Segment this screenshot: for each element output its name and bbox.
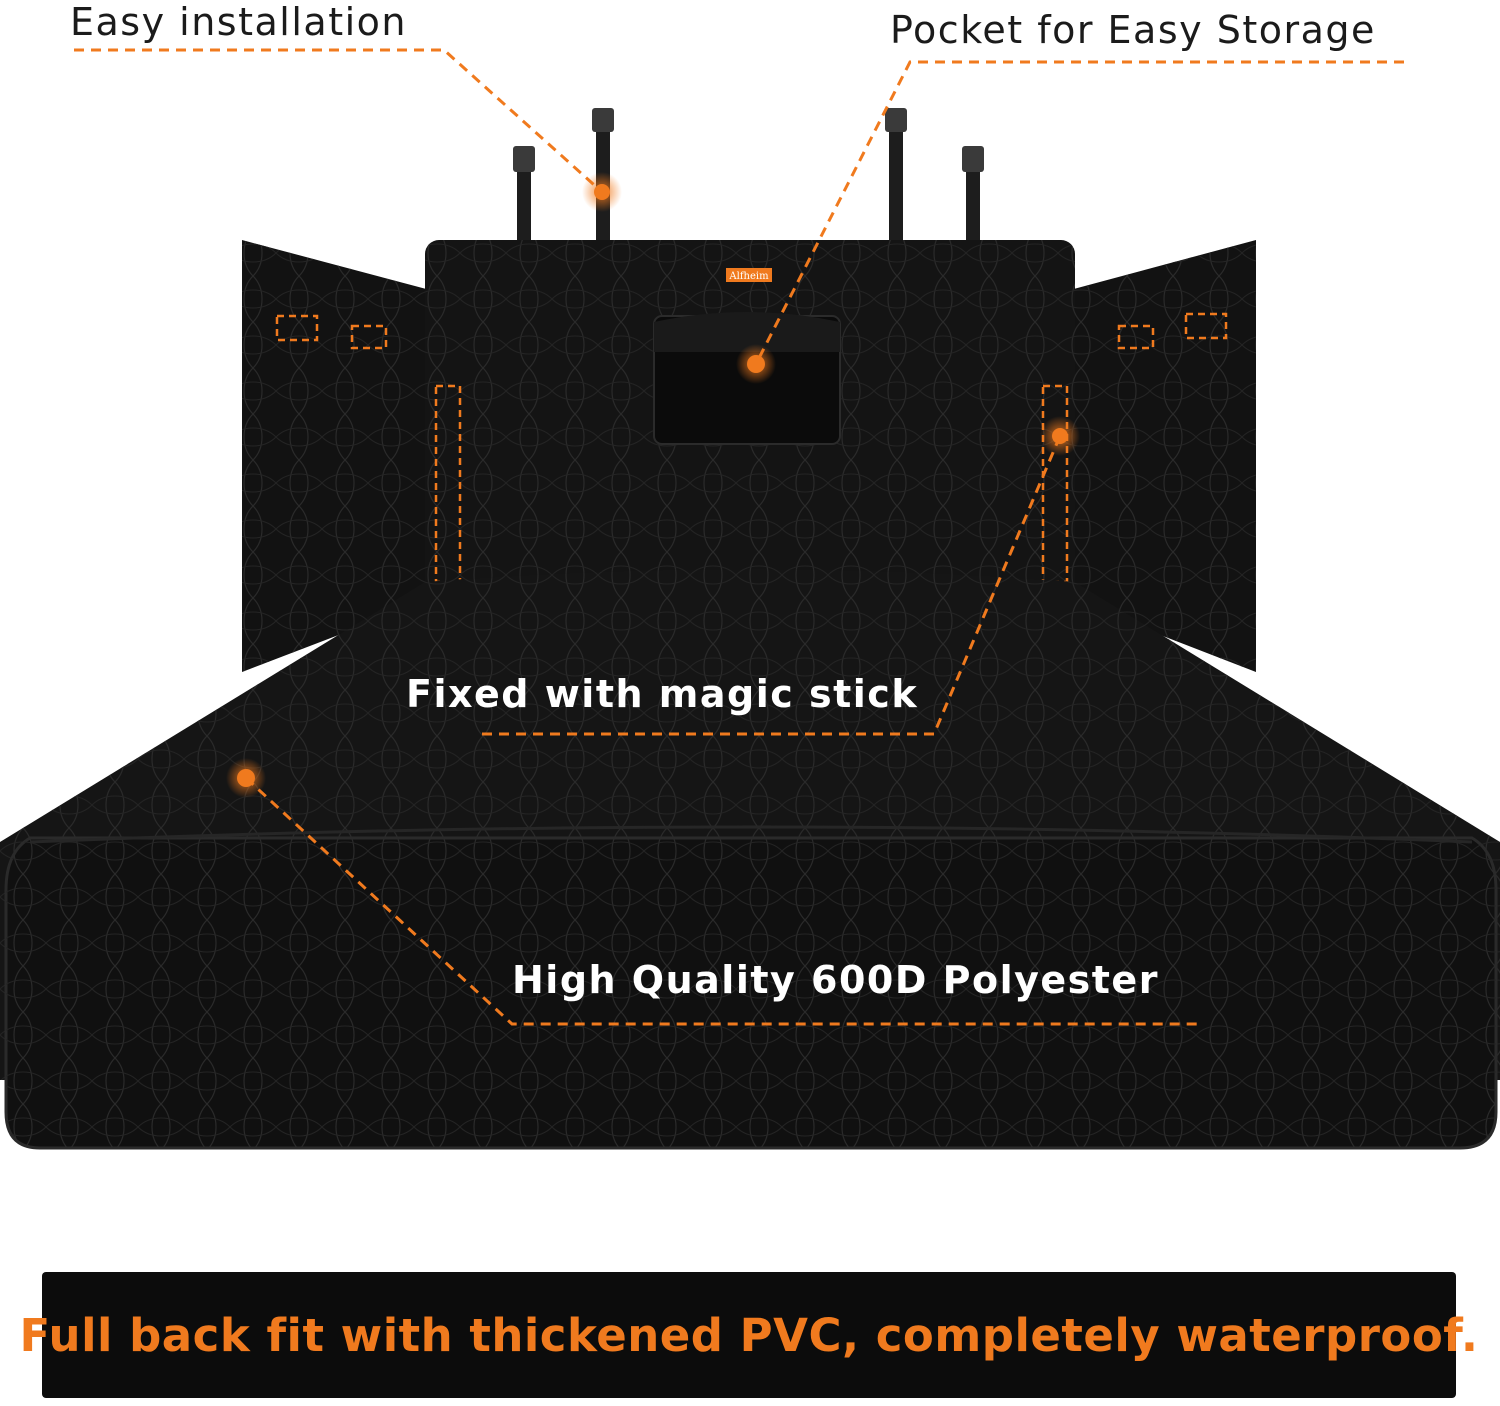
brand-tag-text: Alfheim <box>728 271 769 282</box>
waterproof-banner: Full back fit with thickened PVC, comple… <box>20 1272 1478 1398</box>
strap-right-inner <box>885 108 907 268</box>
banner-text: Full back fit with thickened PVC, comple… <box>19 1308 1479 1362</box>
callout-pocket-storage: Pocket for Easy Storage <box>890 8 1376 52</box>
callout-magic-stick: Fixed with magic stick <box>406 672 919 716</box>
callout-dots <box>226 172 1080 798</box>
brand-tag <box>726 268 772 282</box>
callout-polyester: High Quality 600D Polyester <box>512 958 1159 1002</box>
callout-lines <box>74 48 1404 1026</box>
cargo-liner-illustration: Alfheim <box>0 48 1500 1150</box>
callout-easy-installation: Easy installation <box>70 0 407 44</box>
